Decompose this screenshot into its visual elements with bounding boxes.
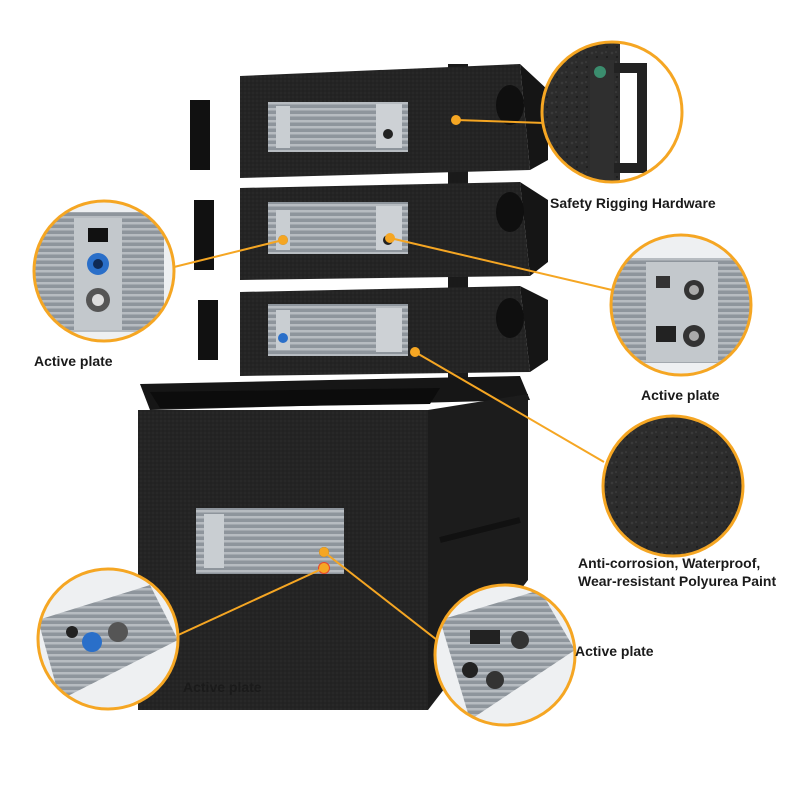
paint-label-line-2: Wear-resistant Polyurea Paint xyxy=(578,573,777,589)
paint-description-label: Anti-corrosion, Waterproof, Wear-resista… xyxy=(578,554,776,590)
line-array-module-top xyxy=(190,64,548,394)
rigging-hardware-label: Safety Rigging Hardware xyxy=(550,195,716,211)
line-array-module-middle xyxy=(194,182,548,280)
rigging-hardware-callout xyxy=(540,40,684,184)
active-plate-left-label: Active plate xyxy=(34,353,113,369)
active-plate-left-callout xyxy=(32,199,176,343)
line-array-module-lower xyxy=(198,286,548,376)
polyurea-paint-callout xyxy=(601,414,745,558)
active-plate-sub-left-label: Active plate xyxy=(183,679,262,695)
callout-leaders xyxy=(169,115,613,641)
active-plate-right-callout xyxy=(609,233,753,377)
active-plate-sub-right-label: Active plate xyxy=(575,643,654,659)
speaker-stack xyxy=(138,64,548,710)
active-plate-right-label: Active plate xyxy=(641,387,720,403)
subwoofer-cabinet xyxy=(138,376,530,710)
active-plate-sub-left-callout xyxy=(36,567,180,711)
paint-label-line-1: Anti-corrosion, Waterproof, xyxy=(578,555,761,571)
active-plate-sub-right-callout xyxy=(433,583,577,727)
